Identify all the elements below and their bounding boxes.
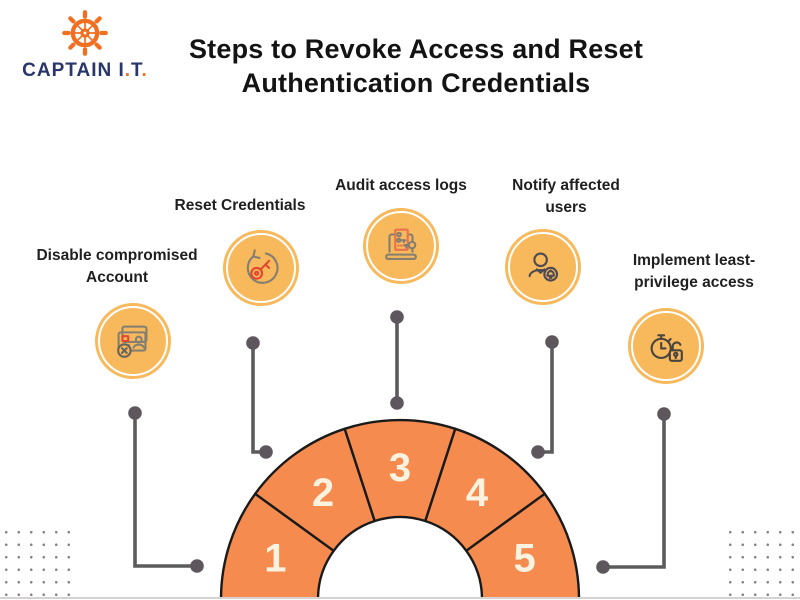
arc-segment-3 xyxy=(343,418,457,523)
step-3-label: Audit access logs xyxy=(335,177,467,194)
page-title: Steps to Revoke Access and Reset Authent… xyxy=(170,32,662,100)
arc-segment-number-5: 5 xyxy=(513,537,535,581)
connector-step-1 xyxy=(133,413,197,568)
arc-segment-number-2: 2 xyxy=(312,471,334,515)
connector-dots xyxy=(128,310,671,574)
bottom-divider-line xyxy=(0,597,800,599)
step-5-label: Implement least-privilege access xyxy=(632,252,756,291)
dot-grid-pattern-left xyxy=(0,525,78,600)
arc-segment-5 xyxy=(465,492,581,597)
connector-step-5 xyxy=(603,414,666,569)
arc-segment-1 xyxy=(219,492,335,597)
brand-logo: CAPTAIN I.T. xyxy=(10,8,160,82)
step-4-icon-circle xyxy=(505,229,581,305)
ships-wheel-icon xyxy=(62,10,108,56)
step-1-icon-circle xyxy=(95,303,171,379)
arc-segment-2 xyxy=(254,427,376,552)
audit-logs-icon xyxy=(385,228,417,260)
page-title-line2: Authentication Credentials xyxy=(241,68,591,98)
step-1-label: Disable compromised Account xyxy=(36,247,198,286)
connector-step-4 xyxy=(538,342,554,454)
notify-users-icon xyxy=(528,252,559,282)
arc-segment-number-4: 4 xyxy=(466,471,489,515)
connector-step-2 xyxy=(251,343,266,454)
step-5-icon-circle xyxy=(628,308,704,384)
disabled-account-icon xyxy=(117,325,148,358)
step-3-icon-circle xyxy=(363,208,439,284)
step-2-icon-circle xyxy=(223,230,299,306)
dot-grid-pattern-right xyxy=(724,525,800,600)
step-2-label: Reset Credentials xyxy=(174,197,306,214)
page-title-line1: Steps to Revoke Access and Reset xyxy=(188,34,644,64)
reset-credentials-icon xyxy=(246,249,279,284)
step-4-label: Notify affected users xyxy=(512,177,620,216)
arc-segment-4 xyxy=(424,427,546,552)
arc-segment-number-3: 3 xyxy=(389,446,411,490)
least-privilege-icon xyxy=(650,334,683,362)
brand-name: CAPTAIN I.T. xyxy=(22,60,148,81)
arc-segment-number-1: 1 xyxy=(264,537,286,581)
